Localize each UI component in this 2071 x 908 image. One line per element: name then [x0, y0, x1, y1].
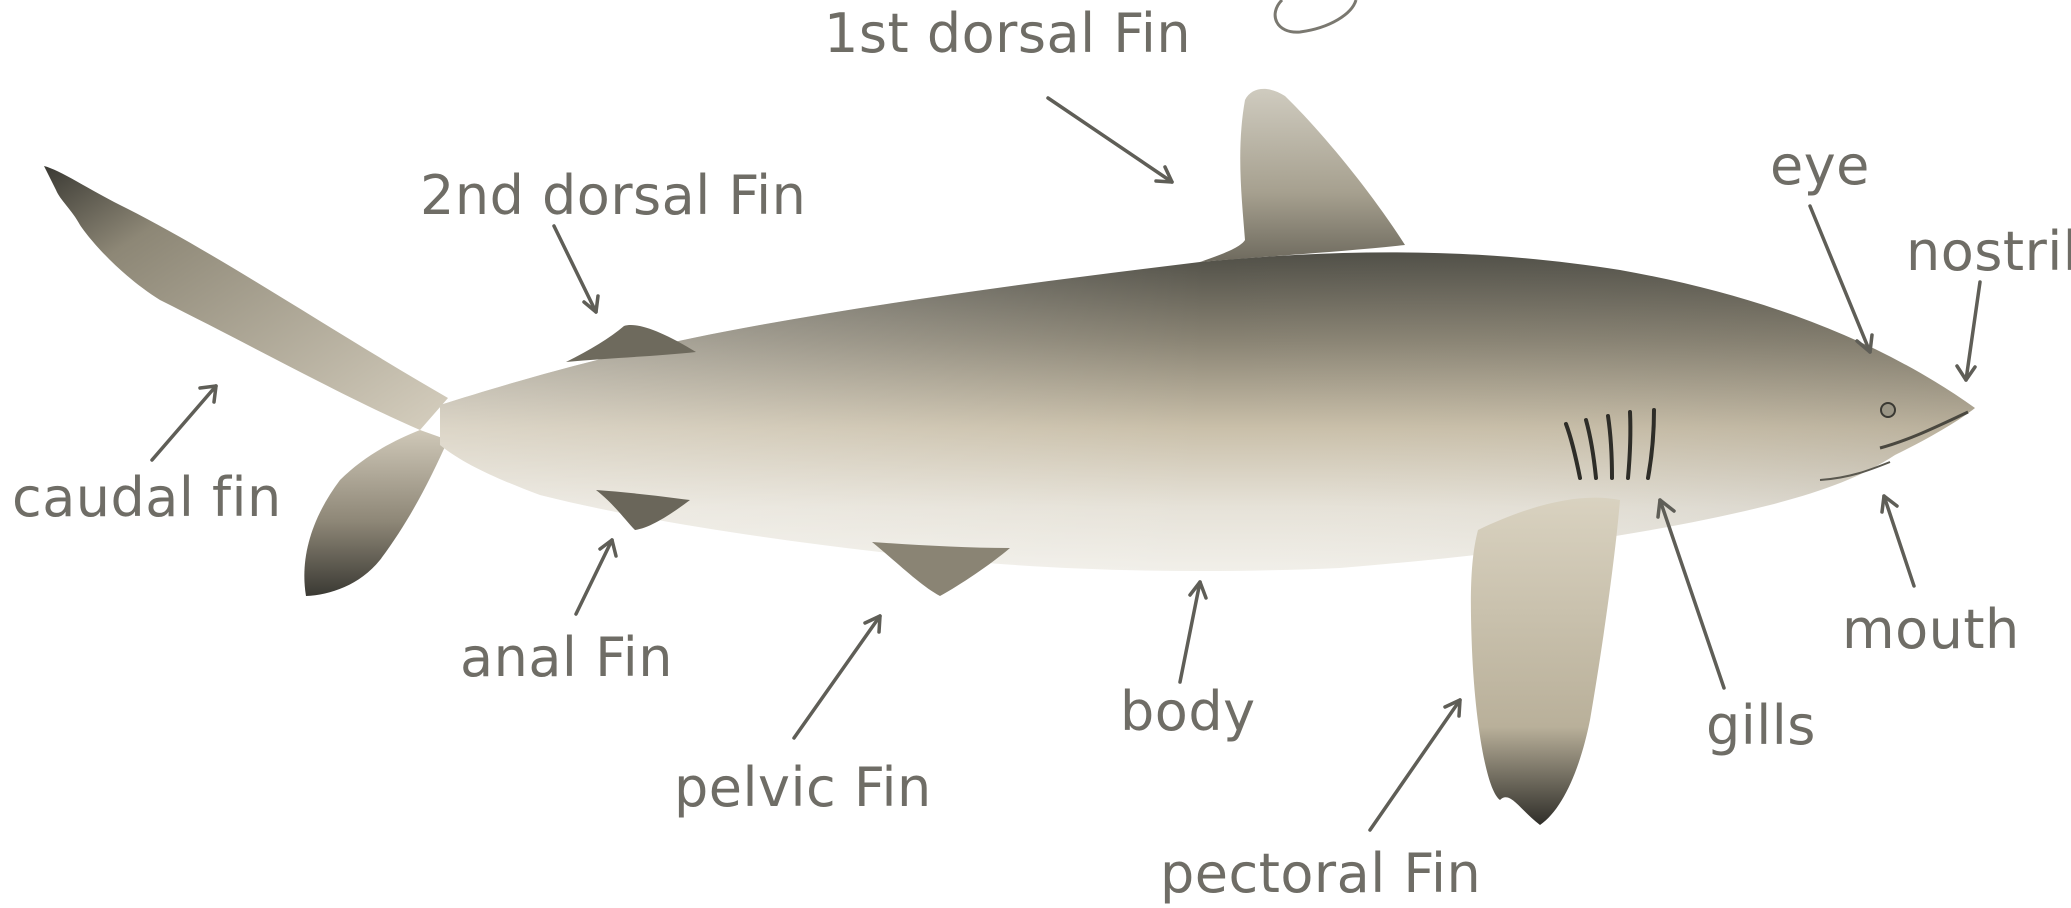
label-eye: eye [1770, 134, 1870, 197]
arrow-second-dorsal-fin [554, 226, 598, 312]
arrow-caudal-fin [152, 386, 216, 460]
arrow-body [1180, 582, 1206, 682]
label-second-dorsal-fin: 2nd dorsal Fin [420, 164, 806, 227]
decorative-swirl [1275, 0, 1356, 32]
label-gills: gills [1706, 694, 1816, 757]
pelvic-fin-shape [872, 542, 1010, 596]
body-shading [440, 252, 1975, 571]
arrow-mouth [1882, 496, 1914, 586]
label-pectoral-fin: pectoral Fin [1160, 842, 1481, 905]
pectoral-fin-shape [1471, 498, 1620, 825]
caudal-fin-lower-lobe [304, 430, 448, 596]
label-nostril: nostril [1906, 220, 2071, 283]
arrow-pelvic-fin [794, 616, 880, 738]
arrow-anal-fin [576, 540, 616, 614]
label-caudal-fin: caudal fin [12, 466, 282, 529]
label-mouth: mouth [1842, 598, 2020, 661]
first-dorsal-fin [1200, 89, 1405, 262]
caudal-fin-upper-lobe [44, 166, 448, 430]
shark-eye [1881, 403, 1895, 417]
arrow-gills [1658, 500, 1724, 688]
arrow-pectoral-fin [1370, 700, 1460, 830]
shark-illustration [44, 89, 1975, 825]
arrow-first-dorsal-fin [1048, 98, 1172, 182]
label-body: body [1120, 680, 1256, 743]
arrow-nostril [1957, 282, 1980, 380]
label-pelvic-fin: pelvic Fin [674, 756, 932, 819]
label-first-dorsal-fin: 1st dorsal Fin [824, 2, 1191, 65]
label-anal-fin: anal Fin [460, 626, 673, 689]
